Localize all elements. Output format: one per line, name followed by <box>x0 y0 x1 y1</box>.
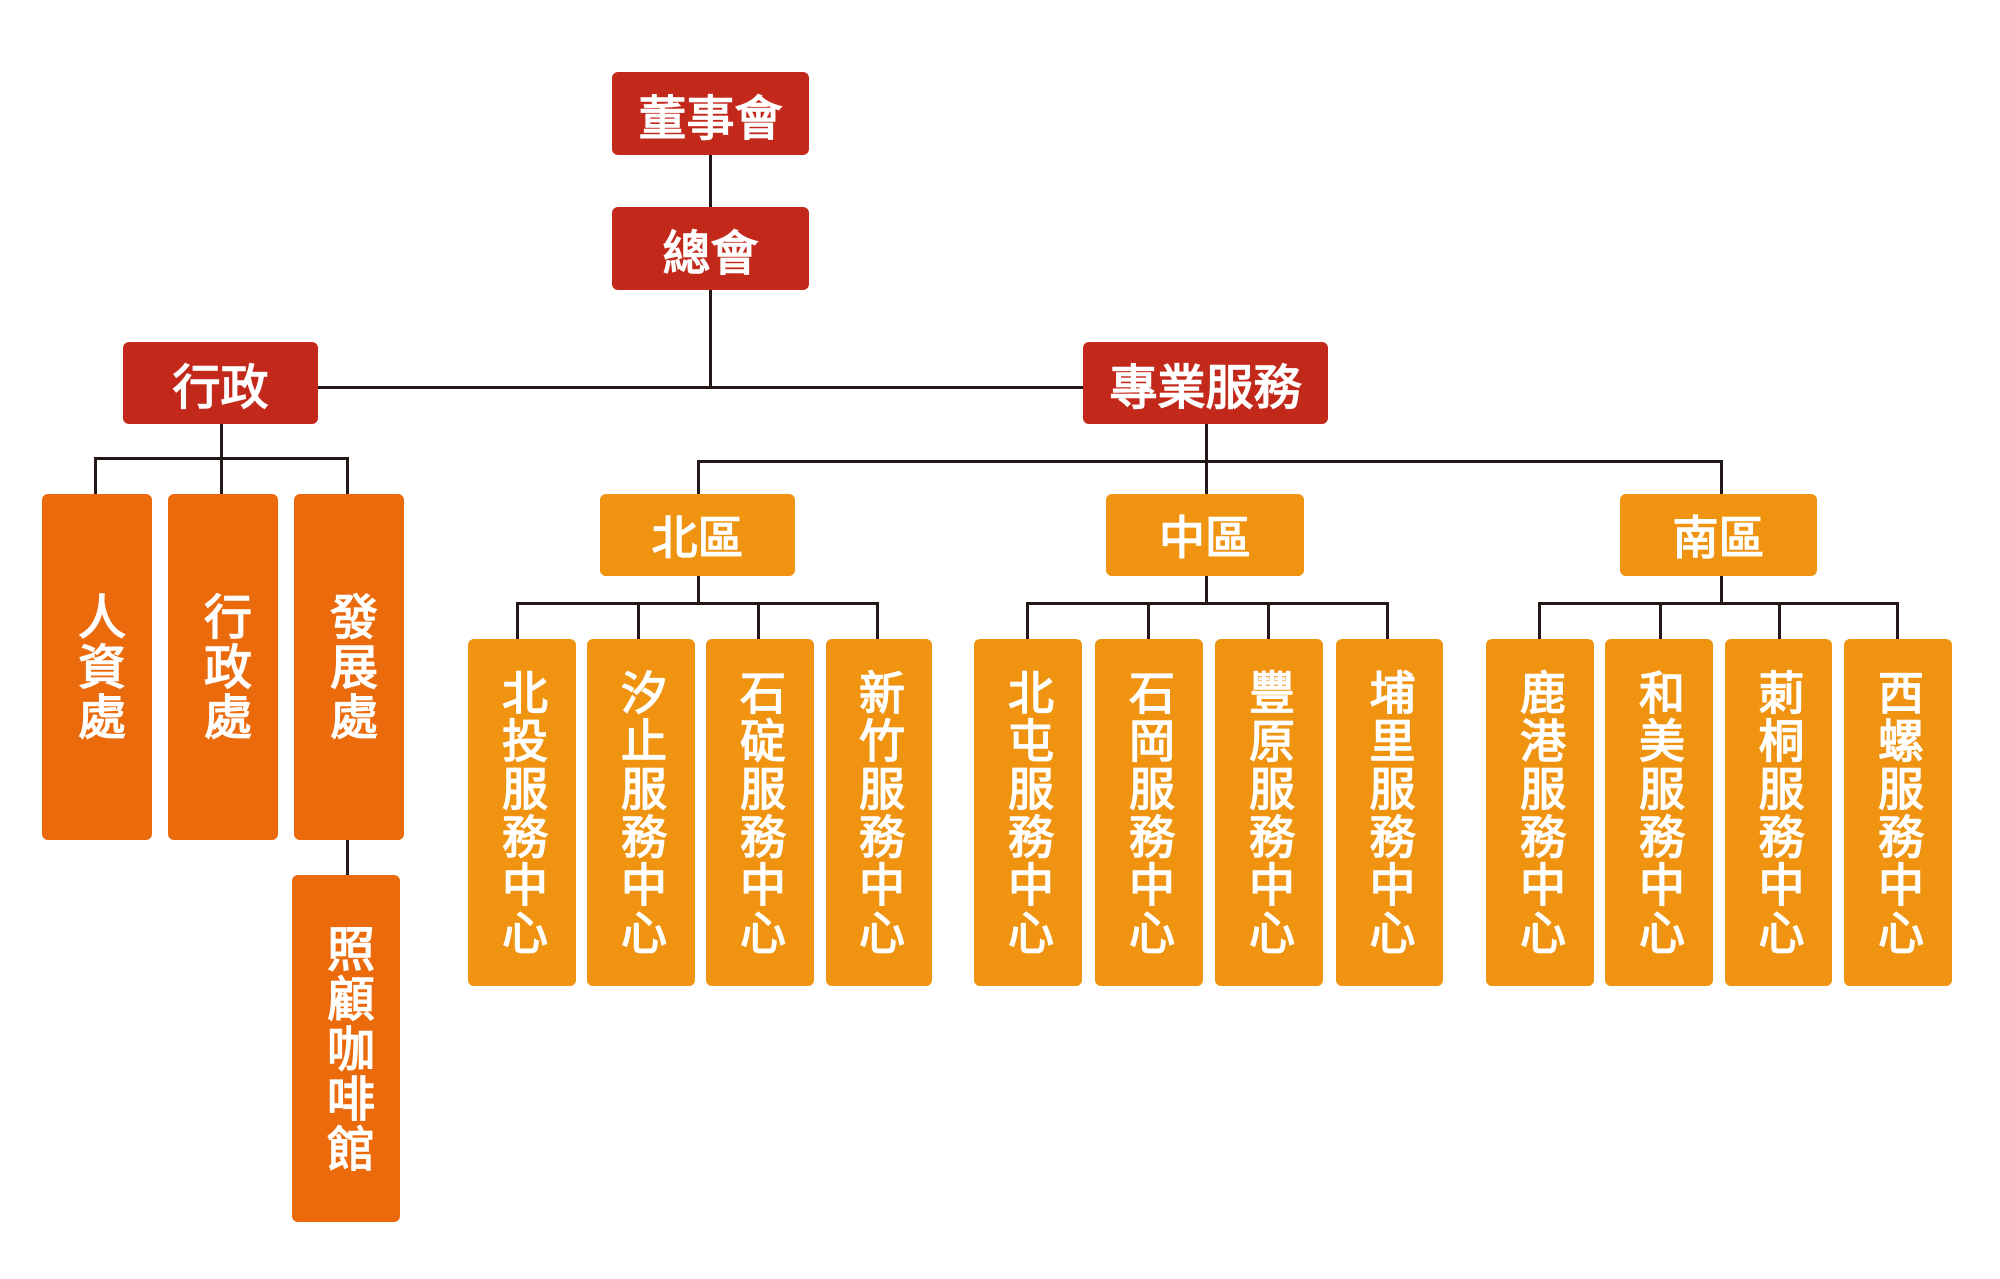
center-box: 北屯服務中心 <box>974 639 1082 986</box>
connector-north-down <box>697 576 700 604</box>
region-box-north: 北區 <box>600 494 795 576</box>
connector-south-c4 <box>1896 602 1899 639</box>
center-box: 和美服務中心 <box>1605 639 1713 986</box>
dept-label: 人資處 <box>69 592 125 742</box>
connector-central-c2 <box>1147 602 1150 639</box>
center-box: 新竹服務中心 <box>826 639 932 986</box>
center-label: 西螺服務中心 <box>1871 668 1925 957</box>
connector-north-c1 <box>516 602 519 639</box>
region-box-south: 南區 <box>1620 494 1817 576</box>
connector-region-bar <box>697 460 1723 463</box>
dept-label: 發展處 <box>321 592 377 742</box>
connector-central-c4 <box>1386 602 1389 639</box>
center-box: 豐原服務中心 <box>1215 639 1323 986</box>
region-box-central: 中區 <box>1106 494 1304 576</box>
connector-north-bar <box>516 602 879 605</box>
center-box: 西螺服務中心 <box>1844 639 1952 986</box>
center-label: 豐原服務中心 <box>1242 668 1296 957</box>
connector-hq-down <box>709 290 712 388</box>
center-label: 北屯服務中心 <box>1001 668 1055 957</box>
connector-admin-down <box>220 424 223 459</box>
center-box: 石岡服務中心 <box>1095 639 1203 986</box>
connector-central-c3 <box>1267 602 1270 639</box>
connector-admin-service <box>318 386 1083 389</box>
center-box: 莿桐服務中心 <box>1725 639 1832 986</box>
center-label: 莿桐服務中心 <box>1751 668 1806 957</box>
connector-north-c4 <box>876 602 879 639</box>
connector-central-down <box>1205 576 1208 604</box>
connector-north-c3 <box>757 602 760 639</box>
connector-dept-2 <box>220 457 223 494</box>
connector-south-c1 <box>1538 602 1541 639</box>
connector-south-bar <box>1538 602 1899 605</box>
connector-dev-cafe <box>346 840 349 875</box>
connector-dept-3 <box>346 457 349 494</box>
cafe-label: 照顧咖啡館 <box>318 923 374 1174</box>
center-label: 石碇服務中心 <box>733 668 787 957</box>
center-box: 石碇服務中心 <box>706 639 814 986</box>
connector-region-north <box>697 460 700 494</box>
connector-board-hq <box>709 155 712 207</box>
connector-north-c2 <box>637 602 640 639</box>
connector-south-c3 <box>1778 602 1781 639</box>
center-label: 鹿港服務中心 <box>1513 668 1567 957</box>
connector-service-down <box>1205 424 1208 462</box>
dept-box-admin: 行政處 <box>168 494 278 840</box>
headquarters-box: 總會 <box>612 207 809 290</box>
center-label: 汐止服務中心 <box>614 668 668 957</box>
center-box: 鹿港服務中心 <box>1486 639 1594 986</box>
board-box: 董事會 <box>612 72 809 155</box>
dept-box-hr: 人資處 <box>42 494 152 840</box>
admin-box: 行政 <box>123 342 318 424</box>
connector-south-c2 <box>1659 602 1662 639</box>
center-label: 新竹服務中心 <box>852 668 906 957</box>
center-label: 北投服務中心 <box>495 668 549 957</box>
connector-region-south <box>1720 460 1723 494</box>
dept-label: 行政處 <box>195 592 251 742</box>
service-box: 專業服務 <box>1083 342 1328 424</box>
connector-region-central <box>1205 460 1208 494</box>
center-label: 石岡服務中心 <box>1122 668 1176 957</box>
center-label: 埔里服務中心 <box>1362 668 1417 957</box>
connector-central-c1 <box>1026 602 1029 639</box>
connector-south-down <box>1720 576 1723 604</box>
center-box: 汐止服務中心 <box>587 639 695 986</box>
center-box: 北投服務中心 <box>468 639 576 986</box>
center-box: 埔里服務中心 <box>1336 639 1443 986</box>
connector-central-bar <box>1026 602 1389 605</box>
center-label: 和美服務中心 <box>1632 668 1686 957</box>
dept-box-development: 發展處 <box>294 494 404 840</box>
cafe-box: 照顧咖啡館 <box>292 875 400 1222</box>
connector-dept-1 <box>94 457 97 494</box>
